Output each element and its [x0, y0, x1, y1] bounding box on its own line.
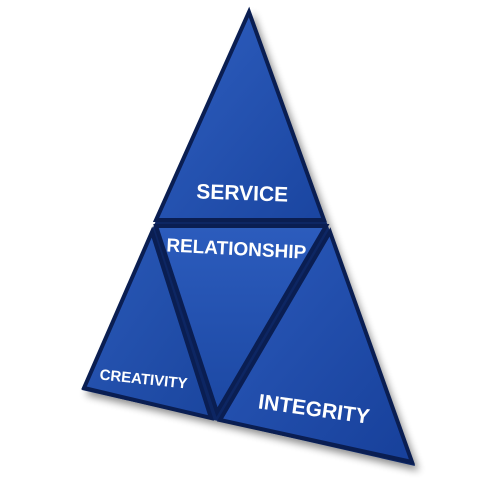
- section-bottom-left-triangle: [81, 226, 214, 421]
- section-top-triangle: [152, 6, 327, 222]
- section-center-triangle: [153, 224, 330, 417]
- label-service: SERVICE: [196, 180, 289, 206]
- section-bottom-right-triangle: [216, 227, 416, 465]
